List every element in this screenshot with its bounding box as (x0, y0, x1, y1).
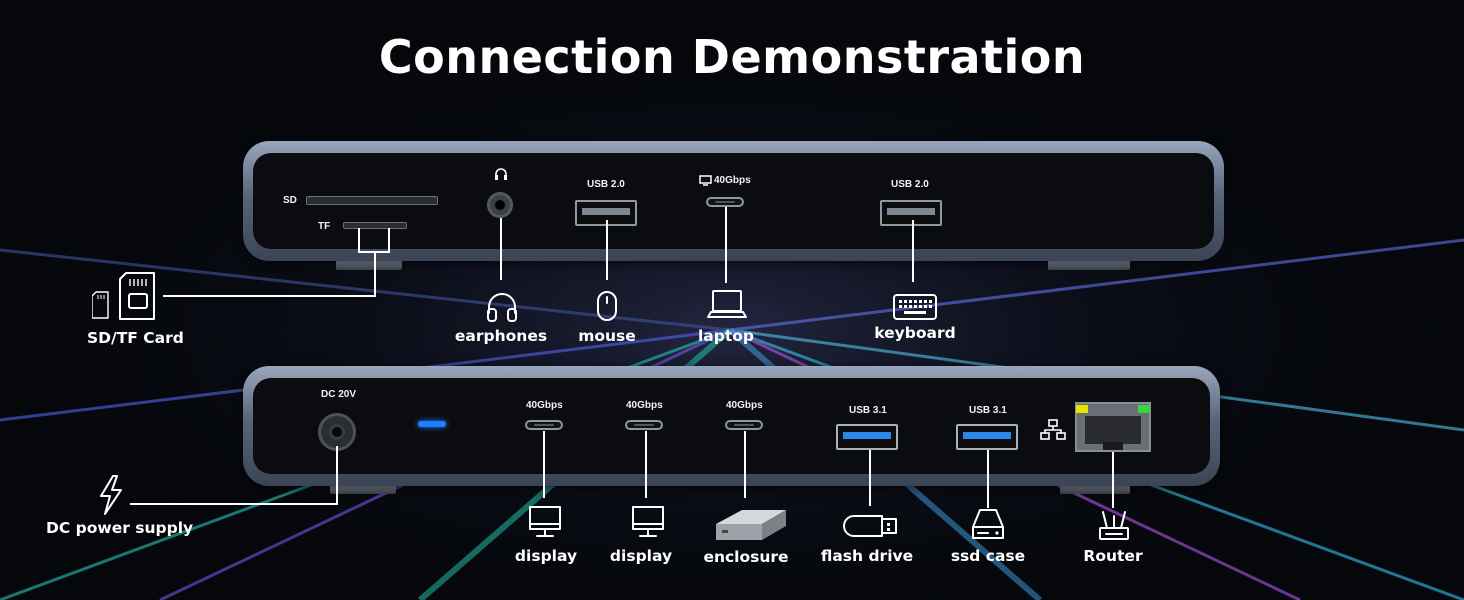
display-label-1: display (514, 547, 578, 565)
router-icon (1099, 511, 1129, 540)
dock-foot (330, 484, 396, 494)
dock-foot (1048, 260, 1130, 270)
ssd-case-label: ssd case (950, 547, 1026, 565)
dc-power-jack (318, 413, 356, 451)
usb20-port-right (880, 200, 942, 226)
connector-line (606, 220, 608, 280)
connector-line (987, 450, 989, 508)
connector-line (374, 252, 376, 296)
connector-line (543, 431, 545, 498)
connector-line (130, 503, 338, 505)
earphones-label: earphones (454, 327, 548, 345)
power-led (418, 421, 446, 427)
usb31-b-label: USB 3.1 (969, 405, 1007, 416)
mouse-label: mouse (578, 327, 636, 345)
display-icon (632, 506, 664, 537)
headphone-small-icon (495, 168, 507, 180)
usb31-port-b (956, 424, 1018, 450)
dock-foot (336, 260, 402, 270)
flash-drive-icon (843, 515, 897, 537)
dc-port-label: DC 20V (321, 389, 357, 400)
rj45-led-left (1076, 405, 1088, 413)
display-small-icon (699, 175, 712, 186)
connector-line (163, 295, 376, 297)
ssd-case-icon (972, 509, 1004, 539)
tf-card-slot (343, 222, 407, 229)
keyboard-icon (893, 294, 937, 320)
c2-label: 40Gbps (626, 400, 663, 411)
tf-port-label: TF (318, 221, 331, 232)
earphones-icon (487, 293, 517, 322)
lightning-power-icon (100, 475, 122, 515)
router-label: Router (1083, 547, 1143, 565)
display-label-2: display (609, 547, 673, 565)
keyboard-label: keyboard (874, 324, 956, 342)
c1-label: 40Gbps (526, 400, 563, 411)
usbc-port-top (706, 197, 744, 207)
connector-line (869, 450, 871, 506)
connector-line (645, 431, 647, 498)
display-icon (529, 506, 561, 537)
sd-port-label: SD (283, 195, 297, 206)
ethernet-network-icon (1040, 419, 1066, 440)
tb-40gbps-label: 40Gbps (714, 175, 751, 186)
enclosure-label: enclosure (703, 548, 789, 566)
connector-line (744, 431, 746, 498)
connector-line (388, 228, 390, 252)
enclosure-image (716, 510, 786, 540)
usb31-port-a (836, 424, 898, 450)
usb20-right-label: USB 2.0 (891, 179, 929, 190)
rj45-port (1075, 402, 1151, 452)
usbc-port-3 (725, 420, 763, 430)
dock-foot (1060, 484, 1130, 494)
connector-line (1112, 452, 1114, 508)
usb31-a-label: USB 3.1 (849, 405, 887, 416)
laptop-icon (707, 290, 747, 318)
connector-line (500, 218, 502, 280)
usbc-port-2 (625, 420, 663, 430)
usb20-left-label: USB 2.0 (587, 179, 625, 190)
sd-tf-card-label: SD/TF Card (87, 329, 184, 347)
flash-drive-label: flash drive (820, 547, 914, 565)
usbc-port-1 (525, 420, 563, 430)
mouse-icon (597, 291, 617, 321)
rj45-led-right (1138, 405, 1150, 413)
dc-power-supply-label: DC power supply (46, 519, 194, 537)
audio-jack (487, 192, 513, 218)
c3-label: 40Gbps (726, 400, 763, 411)
connector-line (358, 228, 360, 252)
connector-line (725, 207, 727, 283)
connector-line (336, 446, 338, 504)
sd-tf-card-icon (92, 272, 155, 320)
connector-line (912, 220, 914, 282)
laptop-label: laptop (697, 327, 755, 345)
page-title: Connection Demonstration (378, 30, 1086, 84)
sd-card-slot (306, 196, 438, 205)
